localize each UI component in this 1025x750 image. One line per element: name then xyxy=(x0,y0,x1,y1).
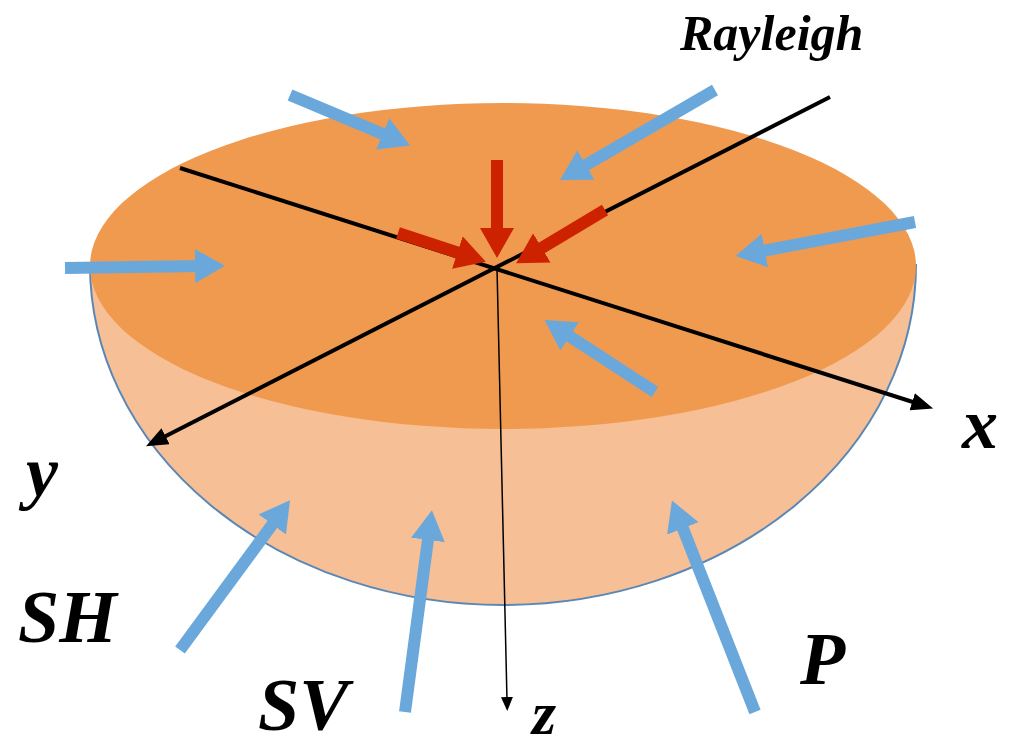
wave-label: Rayleigh xyxy=(680,8,863,58)
axis-label: y xyxy=(26,436,58,508)
sv-wave-arrow xyxy=(405,532,429,712)
wave-label: P xyxy=(800,622,845,696)
z-axis xyxy=(497,268,507,700)
incident-wave-arrow xyxy=(579,90,715,169)
x-axis xyxy=(180,168,916,403)
rayleigh-arrow xyxy=(398,233,465,255)
wave-label: SV xyxy=(258,668,349,742)
p-wave-arrow xyxy=(680,521,755,712)
sh-wave-arrow xyxy=(180,518,277,650)
incident-wave-arrow xyxy=(290,95,390,137)
wave-label: SH xyxy=(18,580,117,654)
rayleigh-arrow xyxy=(535,210,605,252)
y-axis xyxy=(162,97,830,438)
axis-label: z xyxy=(532,682,556,744)
rayleigh-arrow xyxy=(491,160,503,236)
axis-label: x xyxy=(962,388,998,460)
incident-wave-arrow xyxy=(65,266,203,268)
incident-wave-arrow xyxy=(563,332,655,392)
incident-wave-arrow xyxy=(757,222,915,252)
